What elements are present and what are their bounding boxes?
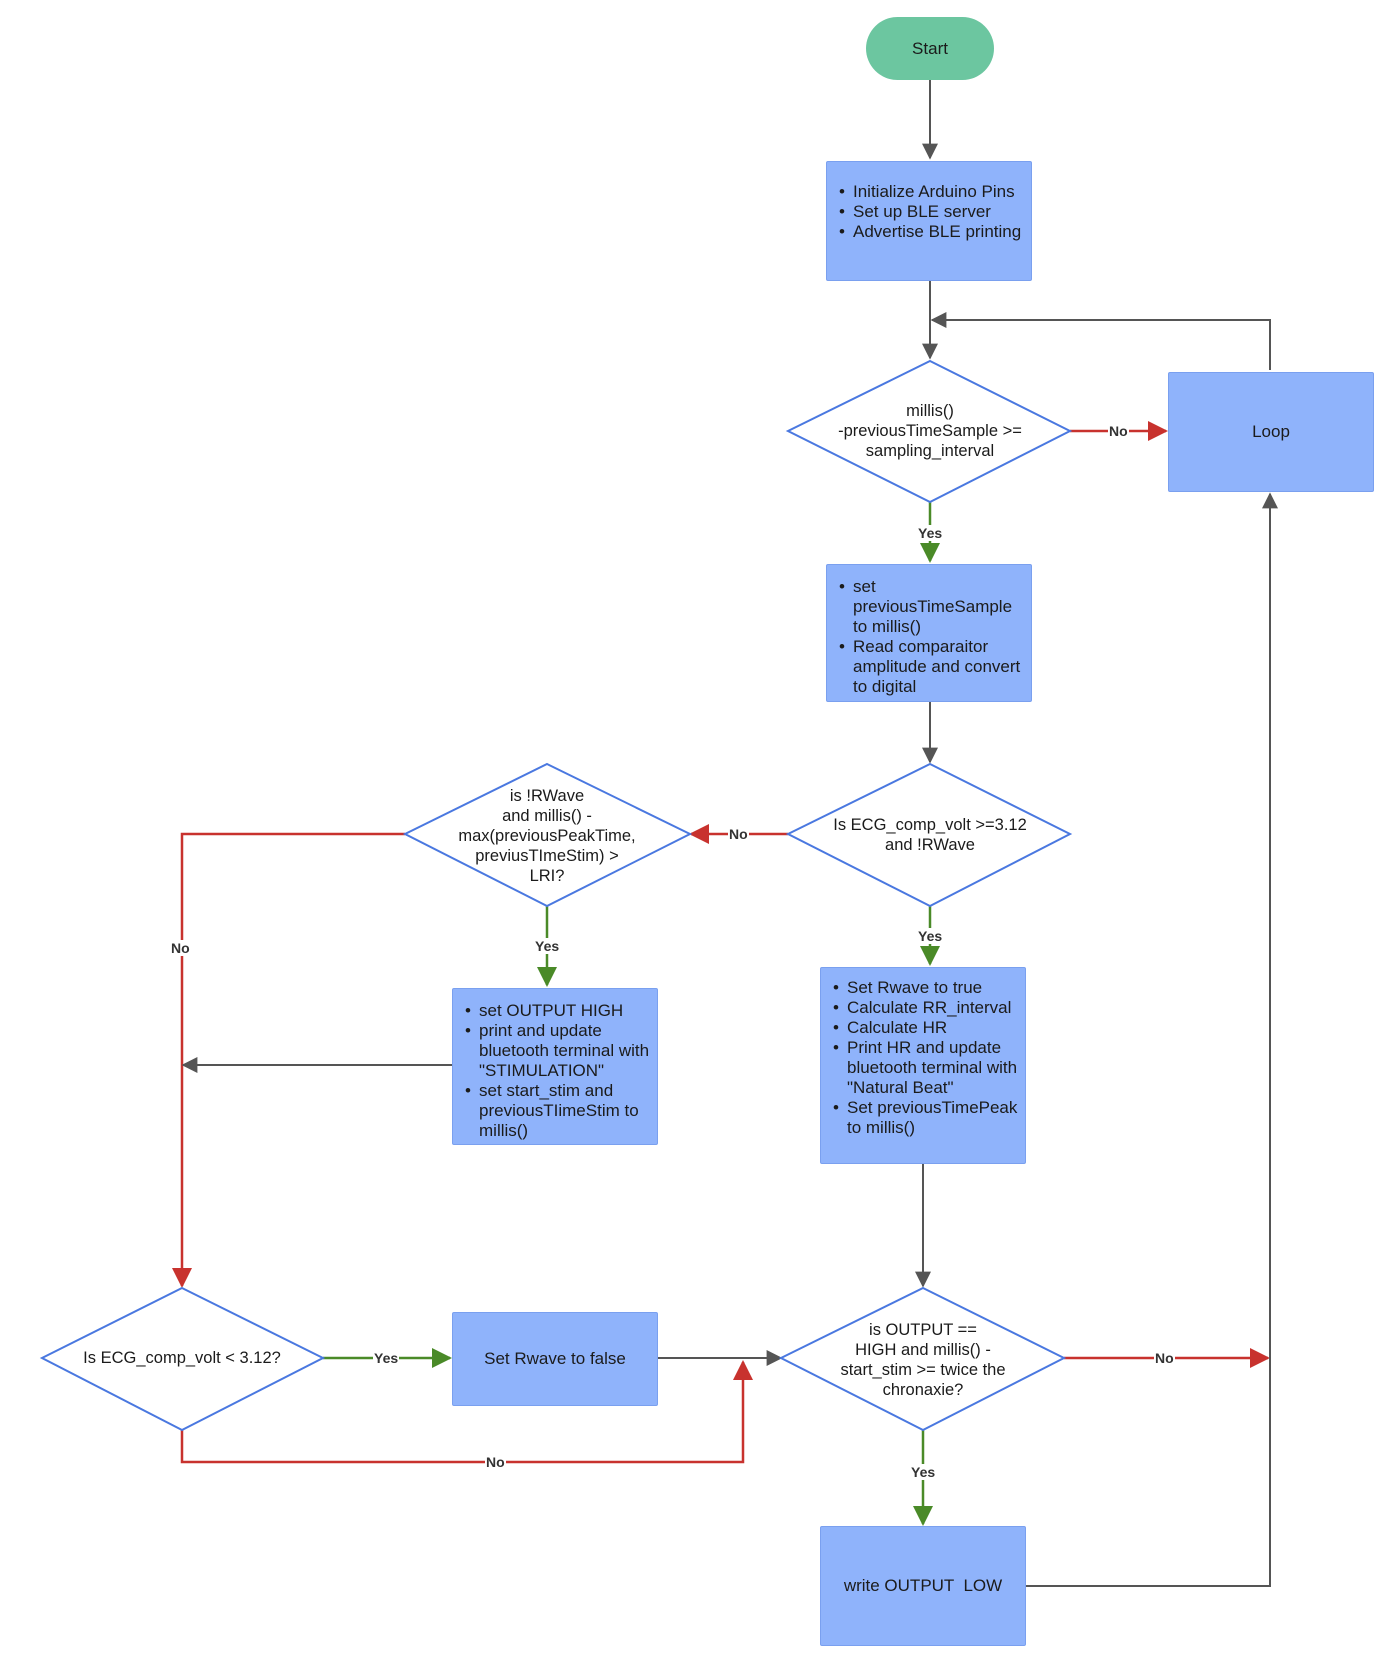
edge-no-low-to-join — [180, 1360, 753, 1464]
decision-output-shape — [778, 1286, 1067, 1432]
decision-low-text[interactable]: Is ECG_comp_volt < 3.12? — [83, 1349, 281, 1367]
init-item: Initialize Arduino Pins — [839, 182, 1025, 202]
set-rwave-false-box[interactable]: Set Rwave to false — [452, 1312, 658, 1406]
start-node[interactable]: Start — [866, 17, 994, 80]
stimulation-item: print and update bluetooth terminal with… — [465, 1021, 651, 1081]
natural-beat-item: Print HR and update bluetooth terminal w… — [833, 1038, 1019, 1098]
decision-lri-text[interactable]: is !RWave and millis() - max(previousPea… — [458, 787, 636, 885]
label-no-output: No — [1154, 1350, 1175, 1366]
write-output-low-label: write OUTPUT LOW — [843, 1576, 1003, 1595]
decision-sample-text[interactable]: millis() -previousTimeSample >= sampling… — [838, 402, 1022, 460]
sample-list: set previousTimeSample to millis() Read … — [827, 577, 1025, 697]
edge-loop-back — [930, 312, 1271, 370]
natural-beat-item: Calculate HR — [833, 1018, 1019, 1038]
write-output-low-box[interactable]: write OUTPUT LOW — [820, 1526, 1026, 1646]
natural-beat-item: Set Rwave to true — [833, 978, 1019, 998]
decision-output-text[interactable]: is OUTPUT == HIGH and millis() - start_s… — [840, 1321, 1006, 1399]
decision-low-shape — [39, 1286, 326, 1432]
stimulation-list: set OUTPUT HIGH print and update bluetoo… — [453, 1001, 651, 1141]
decision-ecg-shape — [785, 762, 1073, 908]
sample-box[interactable]: set previousTimeSample to millis() Read … — [826, 564, 1032, 702]
stimulation-item: set start_stim and previousTIimeStim to … — [465, 1081, 651, 1141]
label-yes-ecg: Yes — [917, 928, 944, 944]
init-item: Advertise BLE printing — [839, 222, 1025, 242]
label-no-sample: No — [1108, 423, 1129, 439]
natural-beat-item: Set previousTimePeak to millis() — [833, 1098, 1019, 1138]
edge-no-lri-to-decision-low — [172, 832, 405, 1288]
sample-item: set previousTimeSample to millis() — [839, 577, 1025, 637]
label-yes-output: Yes — [910, 1464, 937, 1480]
label-yes-sample: Yes — [917, 525, 944, 541]
label-no-ecg: No — [728, 826, 749, 842]
decision-sample-shape — [785, 359, 1073, 504]
sample-item: Read comparaitor amplitude and convert t… — [839, 637, 1025, 697]
decision-ecg-text[interactable]: Is ECG_comp_volt >=3.12 and !RWave — [833, 816, 1027, 854]
label-yes-low: Yes — [373, 1350, 400, 1366]
natural-beat-box[interactable]: Set Rwave to true Calculate RR_interval … — [820, 967, 1026, 1164]
stimulation-item: set OUTPUT HIGH — [465, 1001, 651, 1021]
label-no-low: No — [485, 1454, 506, 1470]
loop-box[interactable]: Loop — [1168, 372, 1374, 492]
label-no-lri: No — [170, 940, 191, 956]
init-list: Initialize Arduino Pins Set up BLE serve… — [827, 182, 1025, 242]
natural-beat-item: Calculate RR_interval — [833, 998, 1019, 1018]
loop-label: Loop — [1252, 422, 1290, 441]
edge-write-low-to-loop — [1026, 492, 1278, 1587]
init-box[interactable]: Initialize Arduino Pins Set up BLE serve… — [826, 161, 1032, 281]
natural-beat-list: Set Rwave to true Calculate RR_interval … — [821, 978, 1019, 1138]
start-label: Start — [912, 38, 948, 58]
label-yes-lri: Yes — [534, 938, 561, 954]
set-rwave-false-label: Set Rwave to false — [484, 1349, 626, 1368]
stimulation-box[interactable]: set OUTPUT HIGH print and update bluetoo… — [452, 988, 658, 1145]
decision-lri-shape — [402, 762, 693, 908]
init-item: Set up BLE server — [839, 202, 1025, 222]
